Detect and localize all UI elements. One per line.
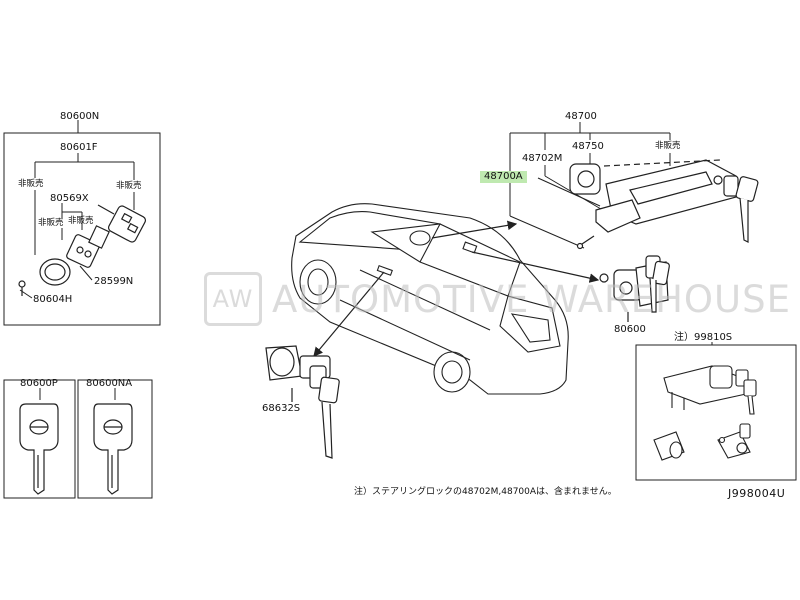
remote-key-fob-icon — [97, 204, 147, 243]
blank-key-icon-left — [19, 403, 59, 495]
part-label-28599N[interactable]: 28599N — [94, 276, 134, 287]
part-label-48750[interactable]: 48750 — [572, 141, 604, 152]
not-sold-label: 非販売 — [655, 141, 681, 151]
diagram-code: J998004U — [728, 487, 786, 500]
part-label-48702M[interactable]: 48702M — [522, 153, 563, 164]
part-label-80600P[interactable]: 80600P — [20, 378, 58, 389]
not-sold-label: 非販売 — [68, 216, 94, 226]
part-label-80604H[interactable]: 80604H — [33, 294, 73, 305]
footnote: 注）ステアリングロックの48702M,48700Aは、含まれません。 — [354, 487, 617, 497]
part-label-68632S[interactable]: 68632S — [262, 403, 301, 414]
part-label-48700A-highlighted[interactable]: 48700A — [480, 171, 527, 183]
transmitter-parts-icon — [18, 225, 110, 296]
lock-set-box — [635, 342, 797, 481]
station-wagon-car-icon — [291, 203, 569, 395]
part-label-80600N[interactable]: 80600N — [60, 111, 100, 122]
part-label-48700[interactable]: 48700 — [565, 111, 597, 122]
pointer-arrows — [313, 220, 600, 357]
blank-key-boxes — [3, 379, 153, 499]
ignition-cylinder-icon — [265, 345, 340, 459]
part-label-80600NA[interactable]: 80600NA — [86, 378, 133, 389]
part-label-80601F[interactable]: 80601F — [60, 142, 98, 153]
door-lock-cylinder-icon — [599, 255, 670, 322]
not-sold-label: 非販売 — [38, 218, 64, 228]
part-label-99810S[interactable]: 注）99810S — [674, 332, 733, 343]
not-sold-label: 非販売 — [116, 181, 142, 191]
steering-lock-assembly-icon — [569, 159, 759, 250]
lock-set-parts-icon — [653, 365, 757, 461]
blank-key-icon-right — [93, 403, 133, 495]
part-label-80600[interactable]: 80600 — [614, 324, 646, 335]
part-label-80569X[interactable]: 80569X — [50, 193, 89, 204]
not-sold-label: 非販売 — [18, 179, 44, 189]
